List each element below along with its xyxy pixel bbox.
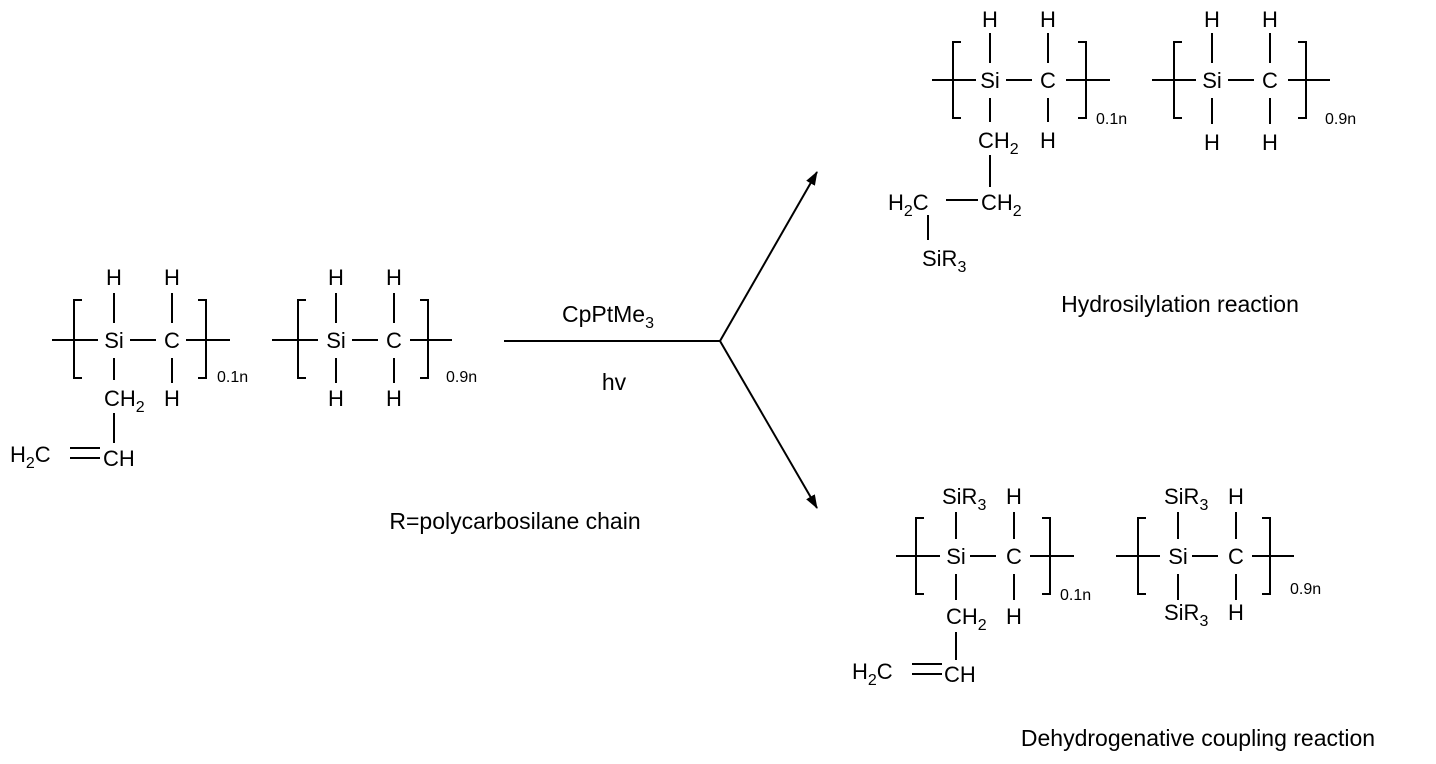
h-atom: H — [1262, 130, 1278, 155]
h-atom: H — [328, 265, 344, 290]
dehydrogenative-coupling-product: SiR3 H Si C H CH2 H2C CH 0.1n SiR3 H Si … — [852, 484, 1321, 689]
h-atom: H — [1262, 7, 1278, 32]
sir3-group: SiR3 — [922, 246, 966, 276]
h-atom: H — [386, 386, 402, 411]
reactant-structure: Si C H H H CH2 H2C CH 0.1n Si C H H H H … — [10, 265, 477, 472]
repeat-index: 0.9n — [1325, 111, 1356, 128]
h-atom: H — [1204, 130, 1220, 155]
hydrosilylation-product: Si C H H H CH2 H2C CH2 SiR3 0.1n Si C H … — [888, 7, 1356, 276]
c-atom: C — [1006, 544, 1022, 569]
hydrosilylation-label: Hydrosilylation reaction — [1061, 291, 1299, 317]
h-atom: H — [982, 7, 998, 32]
repeat-index: 0.9n — [446, 369, 477, 386]
h-atom: H — [1204, 7, 1220, 32]
h-atom: H — [1040, 7, 1056, 32]
h-atom: H — [106, 265, 122, 290]
si-atom: Si — [326, 328, 346, 353]
repeat-index: 0.1n — [1096, 111, 1127, 128]
sir3-group: SiR3 — [1164, 484, 1208, 514]
si-atom: Si — [104, 328, 124, 353]
ch2-group: CH2 — [978, 128, 1019, 158]
ch2-group: CH2 — [981, 190, 1022, 220]
catalyst-label: CpPtMe3 — [562, 301, 654, 332]
h-atom: H — [1006, 604, 1022, 629]
ch2-group: CH2 — [104, 386, 145, 416]
ch-group: CH — [944, 662, 976, 687]
h-atom: H — [1228, 484, 1244, 509]
si-atom: Si — [1202, 68, 1222, 93]
h-atom: H — [386, 265, 402, 290]
h2c-group: H2C — [888, 190, 929, 220]
c-atom: C — [164, 328, 180, 353]
condition-label: hv — [602, 369, 627, 395]
c-atom: C — [1228, 544, 1244, 569]
h-atom: H — [328, 386, 344, 411]
si-atom: Si — [980, 68, 1000, 93]
c-atom: C — [386, 328, 402, 353]
ch2-group: CH2 — [946, 604, 987, 634]
h2c-group: H2C — [10, 442, 51, 472]
ch-group: CH — [103, 446, 135, 471]
c-atom: C — [1040, 68, 1056, 93]
h-atom: H — [164, 265, 180, 290]
dehydrogenative-coupling-label: Dehydrogenative coupling reaction — [1021, 725, 1375, 751]
h-atom: H — [1040, 128, 1056, 153]
sir3-group: SiR3 — [942, 484, 986, 514]
si-atom: Si — [1168, 544, 1188, 569]
h2c-group: H2C — [852, 659, 893, 689]
repeat-index: 0.1n — [1060, 587, 1091, 604]
h-atom: H — [164, 386, 180, 411]
repeat-index: 0.1n — [217, 369, 248, 386]
c-atom: C — [1262, 68, 1278, 93]
r-definition-note: R=polycarbosilane chain — [389, 508, 640, 534]
sir3-group: SiR3 — [1164, 600, 1208, 630]
h-atom: H — [1006, 484, 1022, 509]
reaction-arrows — [504, 171, 818, 509]
repeat-index: 0.9n — [1290, 581, 1321, 598]
h-atom: H — [1228, 600, 1244, 625]
si-atom: Si — [946, 544, 966, 569]
